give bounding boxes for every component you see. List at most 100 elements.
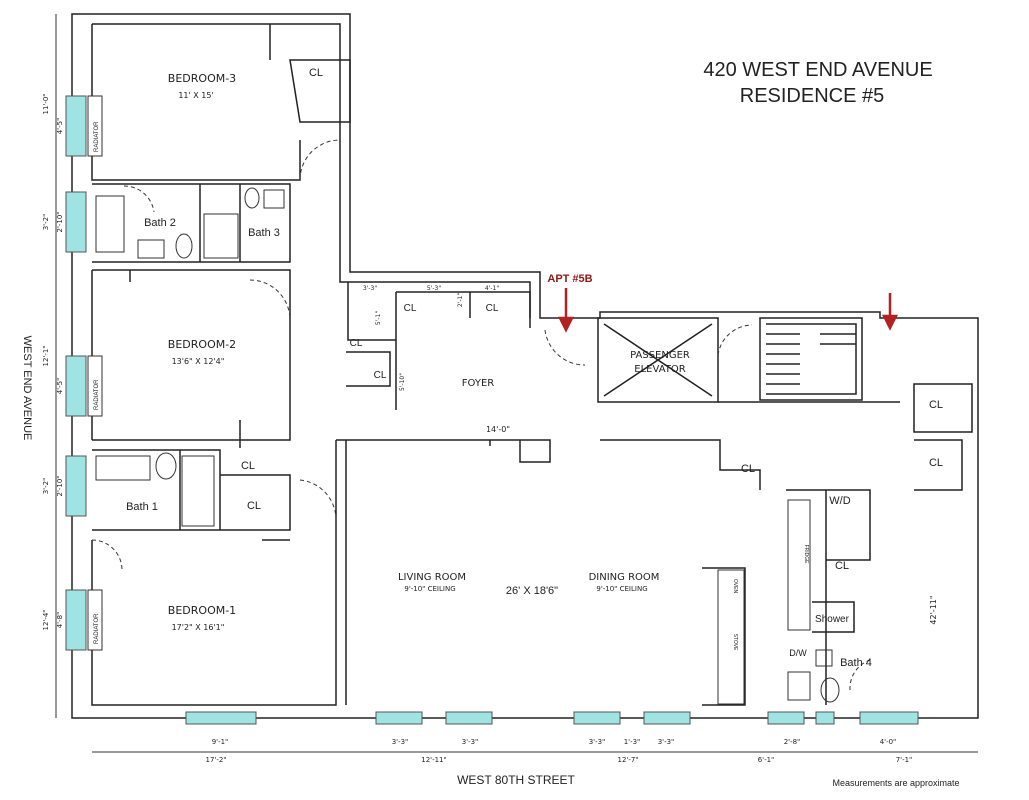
bottom-dim-13: 7'-1" [896,756,913,764]
bedroom3-name: BEDROOM-3 [168,72,236,85]
left-dim-5: 12'-1" [42,345,50,366]
elevator-line1: PASSENGER [630,350,690,361]
right-closets [913,383,973,491]
bottom-dim-7: 1'-3" [624,738,641,746]
toilet-bath2 [175,233,193,259]
window-bedroom2 [65,355,87,417]
bedroom2-name: BEDROOM-2 [168,338,236,351]
stove-label: STOVE [732,634,738,652]
window-bath2 [65,191,87,253]
bottom-dim-9: 12'-7" [617,756,638,764]
window-bottom-2 [375,711,423,725]
cl-foyer3: CL [404,303,417,314]
closet-dim-4: 2'-1" [457,293,464,307]
kitchen-wall [702,489,871,706]
bottom-dim-1: 9'-1" [212,738,229,746]
radiator-label-3: RADIATOR [94,613,100,644]
bottom-dim-6: 3'-3" [589,738,606,746]
tub-bath2 [95,195,125,253]
elevator-line2: ELEVATOR [634,364,685,375]
closet-dim-1: 3'-3" [363,285,377,292]
window-bottom-5 [643,711,691,725]
window-bath1 [65,455,87,517]
bath2-label: Bath 2 [144,217,176,229]
cl-hall: CL [835,560,849,572]
radiator-label-1: RADIATOR [94,121,100,152]
left-dim-2: 4'-5" [56,118,64,135]
door-bath2 [123,185,155,213]
bottom-dim-11: 6'-1" [758,756,775,764]
shower-label: Shower [815,614,850,625]
left-dim-10: 4'-8" [56,612,64,629]
cl-bedroom3: CL [309,67,323,79]
door-bath1 [91,539,123,571]
window-bedroom1 [65,589,87,651]
left-dim-6: 4'-5" [56,378,64,395]
toilet-bath4 [820,677,840,703]
foyer-label: FOYER [462,378,495,389]
bottom-dim-4: 3'-3" [462,738,479,746]
sink-bath4 [815,649,833,667]
living-ceiling: 9'-10" CEILING [404,585,455,593]
closet-dim-2: 5'-3" [427,285,441,292]
left-dim-1: 11'-0" [42,93,50,114]
shower-bath3 [203,213,239,259]
cl-foyer4: CL [486,303,499,314]
closet-dim-3: 4'-1" [485,285,499,292]
fridge-label: FRIDGE [803,545,809,565]
outer-wall [71,13,979,719]
bath3-label: Bath 3 [248,227,280,239]
wd-label: W/D [829,495,850,507]
door-bedroom3 [299,139,341,181]
bedroom3-dims: 11' X 15' [178,91,213,100]
cl-bath1: CL [241,460,255,472]
toilet-bath1 [155,452,177,480]
door-bath4 [849,659,871,691]
bottom-dim-5: 12'-11" [421,756,446,764]
left-dim-3: 3'-2" [42,214,50,231]
cl-right1: CL [929,399,943,411]
kitchen-dim: 42'-11" [929,595,938,624]
cl-right2: CL [929,457,943,469]
bedroom1-name: BEDROOM-1 [168,604,236,617]
cl-foyer1: CL [350,338,363,349]
window-bottom-6 [767,711,805,725]
window-bottom-3 [445,711,493,725]
bedroom1-dims: 17'2" X 16'1" [172,623,225,632]
note: Measurements are approximate [832,778,959,788]
window-bottom-1 [185,711,257,725]
stairwell [759,317,863,401]
living-name: LIVING ROOM [398,572,466,583]
title-line1: 420 WEST END AVENUE [703,59,932,81]
bedroom3-wall [91,24,351,181]
bath-row-wall [92,183,291,263]
tub-bath1 [181,455,215,527]
bottom-dim-8: 3'-3" [658,738,675,746]
street-left: WEST END AVENUE [21,336,33,441]
kitchen-counter [717,569,745,705]
window-bottom-8 [859,711,919,725]
sink-bath2 [137,239,165,259]
toilet-bath3 [244,187,260,209]
cl-bedroom1: CL [247,500,261,512]
entry-arrow-head [557,316,575,333]
radiator-1 [87,95,103,157]
living-room-wall [336,439,761,705]
closet-dim-6: 5'-10" [399,373,406,391]
cl-kitchen: CL [741,463,755,475]
sink-bath3 [263,189,285,209]
bottom-dim-10: 2'-8" [784,738,801,746]
bottom-dim-12: 4'-0" [880,738,897,746]
bottom-dim-2: 17'-2" [205,756,226,764]
bedroom2-wall [91,269,291,448]
window-bedroom3 [65,95,87,157]
sink-bath1 [95,455,151,481]
left-dim-4: 2'-10" [56,211,64,232]
closet-dim-5: 5'-1" [375,311,382,325]
dining-name: DINING ROOM [589,572,660,583]
radiator-label-2: RADIATOR [94,379,100,410]
title-line2: RESIDENCE #5 [740,85,885,107]
radiator-2 [87,355,103,417]
foyer-closets [346,282,531,410]
